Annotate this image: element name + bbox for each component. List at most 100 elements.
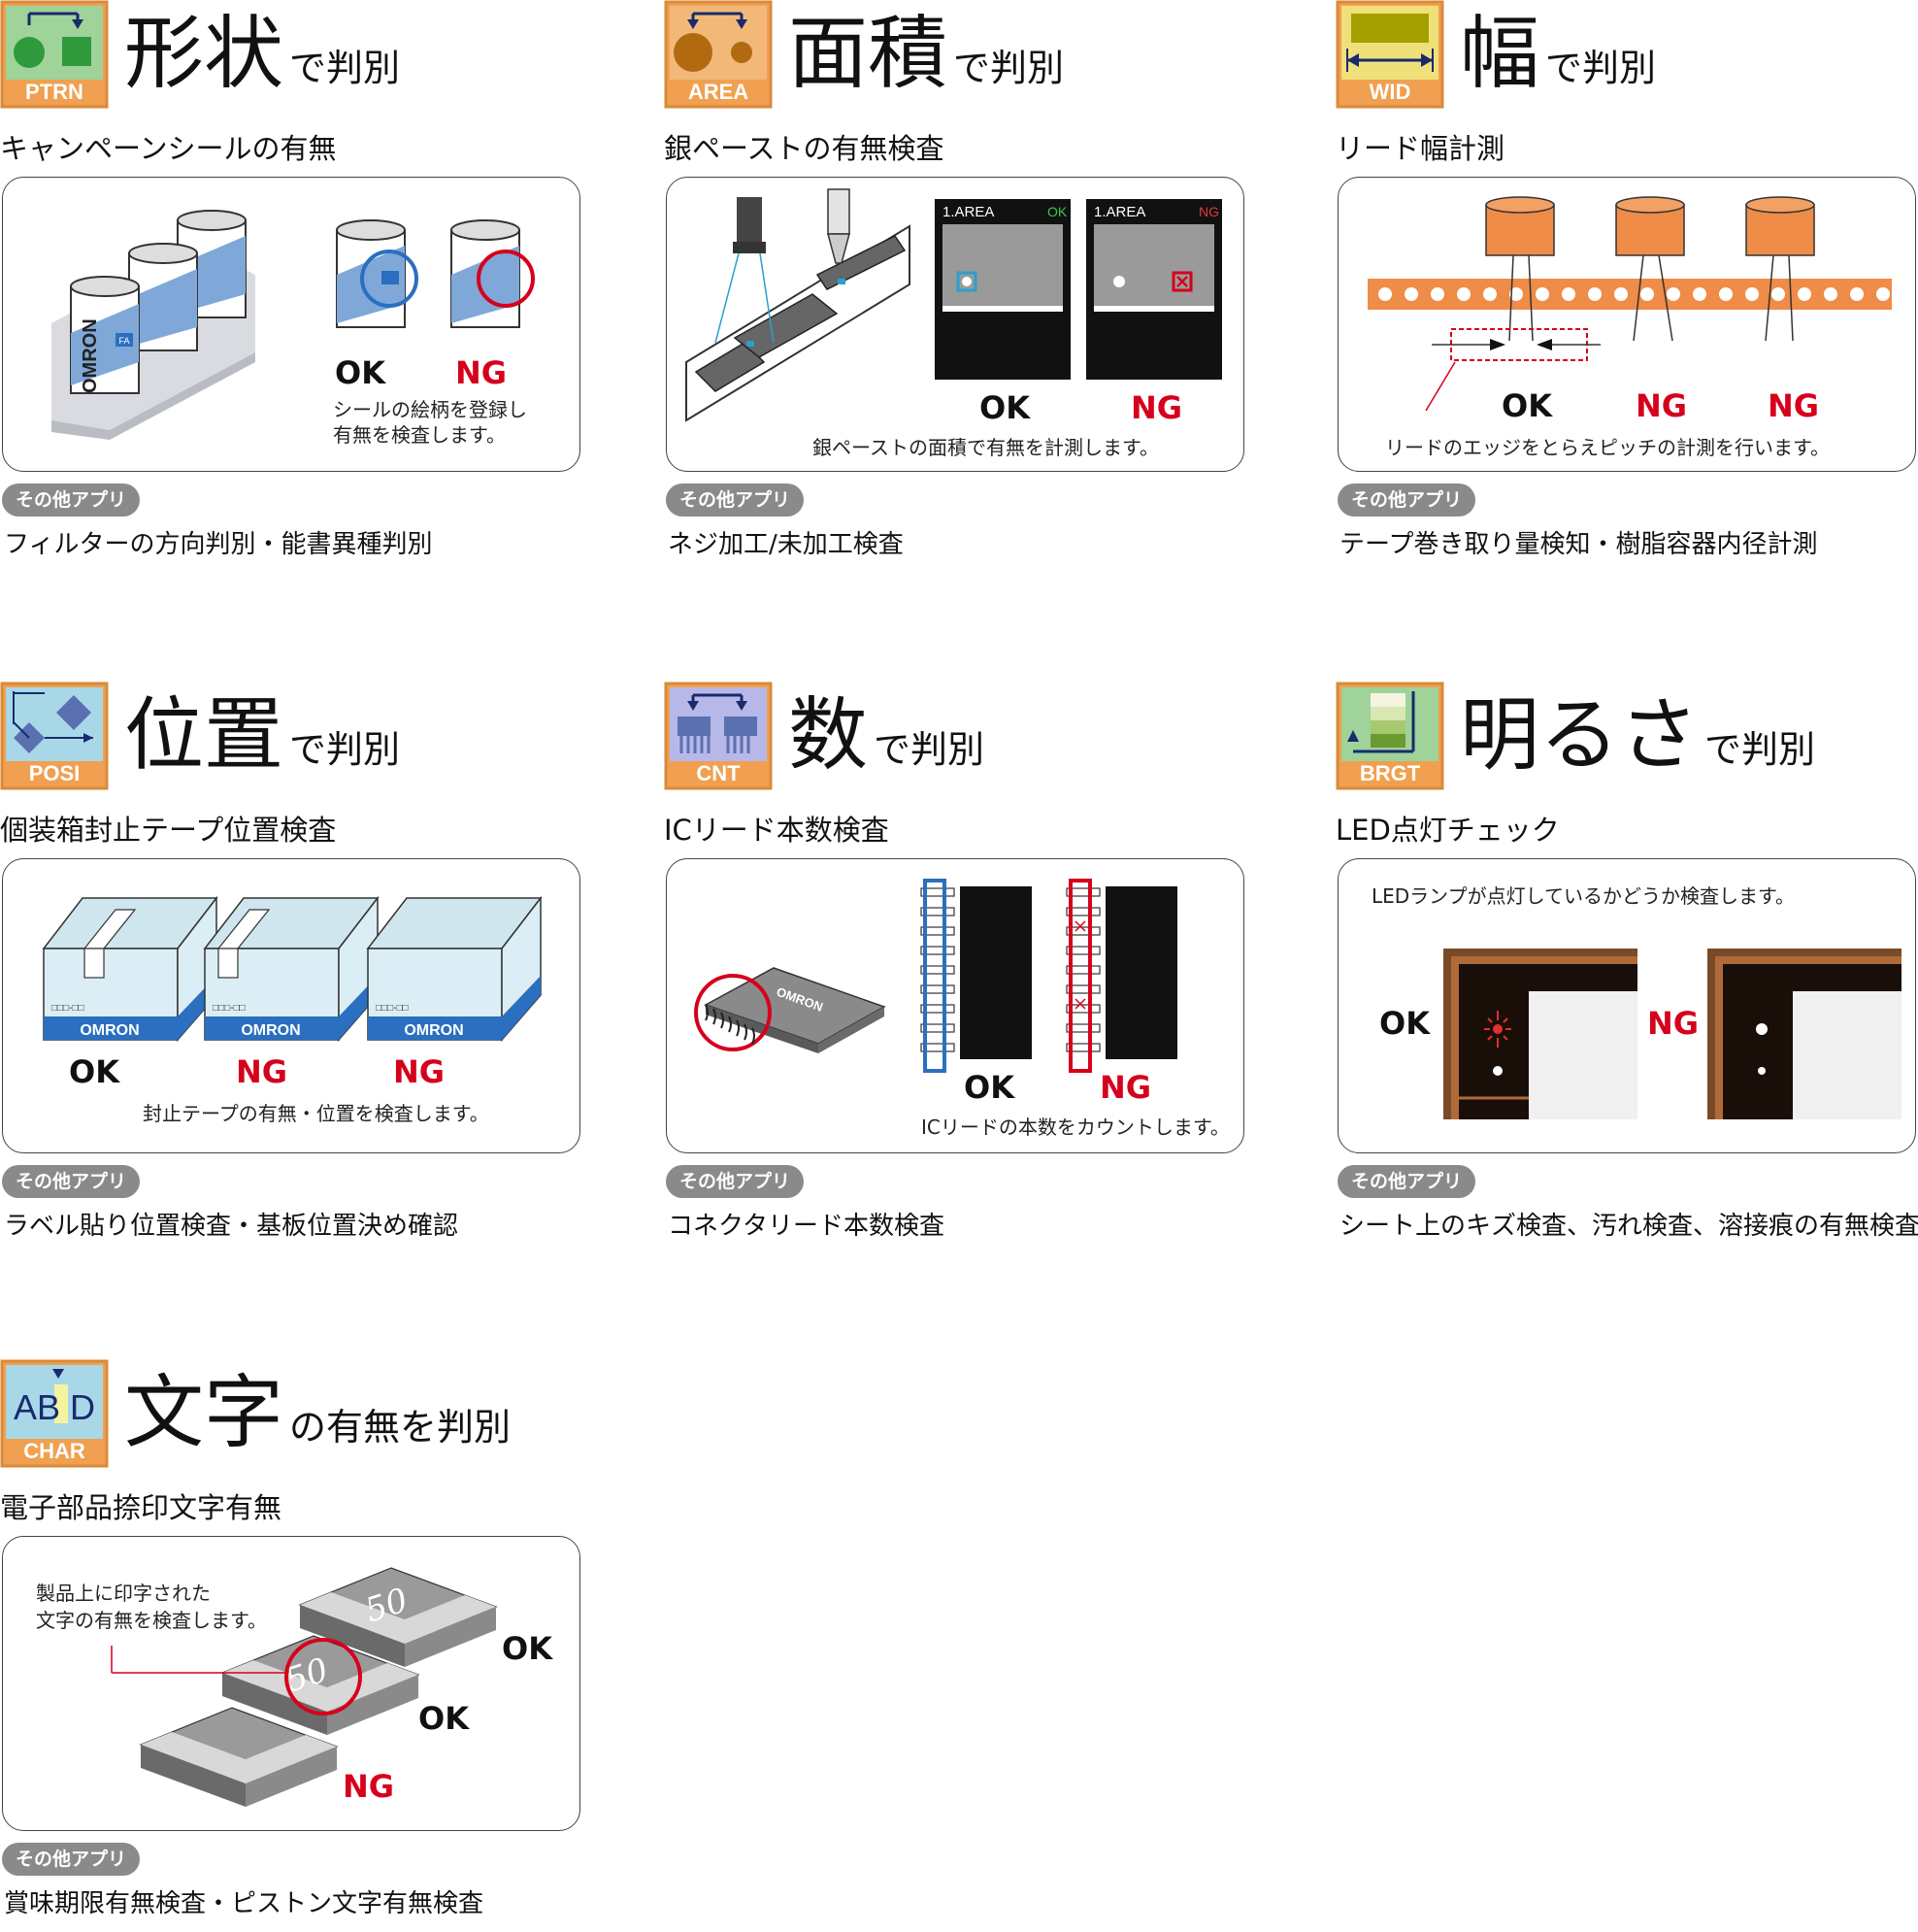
caption: LEDランプが点灯しているかどうか検査します。 bbox=[1372, 884, 1795, 908]
ng-label: NG bbox=[1131, 389, 1183, 426]
package-2: OMRON □□□-□□ bbox=[203, 895, 380, 1043]
other-apps-text: コネクタリード本数検査 bbox=[668, 1212, 944, 1241]
caption: リードのエッジをとらえピッチの計測を行います。 bbox=[1385, 436, 1830, 459]
ic-lead bbox=[1066, 907, 1101, 916]
ic-lead bbox=[920, 1004, 955, 1014]
package-3: OMRON □□□-□□ bbox=[366, 895, 543, 1043]
tape-hole bbox=[1876, 287, 1890, 301]
caption: 封止テープの有無・位置を検査します。 bbox=[143, 1102, 489, 1125]
title-main: 形状 bbox=[124, 8, 284, 100]
cans-illustration: OMRON FA bbox=[51, 210, 535, 440]
illustration-box: LEDランプが点灯しているかどうか検査します。 OK NG bbox=[1338, 858, 1916, 1153]
can-front: OMRON FA bbox=[70, 276, 140, 394]
title-suffix: で判別 bbox=[289, 728, 401, 771]
section-count: CNT 数で判別 ICリード本数検査 OMRON bbox=[664, 682, 1246, 1254]
ng-label-2: NG bbox=[393, 1053, 446, 1090]
screen-label: 1.AREA bbox=[942, 204, 994, 220]
title-suffix: の有無を判別 bbox=[289, 1406, 512, 1449]
tape-hole bbox=[1824, 287, 1837, 301]
chip-ng bbox=[139, 1707, 339, 1807]
package-1: OMRON □□□-□□ bbox=[42, 895, 218, 1043]
position-icon-label: POSI bbox=[29, 761, 81, 785]
tape-hole bbox=[1798, 287, 1811, 301]
tape-hole bbox=[1509, 287, 1523, 301]
other-apps-text: フィルターの方向判別・能書異種判別 bbox=[4, 530, 433, 559]
screen-label: 1.AREA bbox=[1094, 204, 1145, 220]
panel-ng bbox=[1707, 949, 1901, 1119]
ic-chip: OMRON bbox=[694, 967, 886, 1053]
position-icon: POSI bbox=[0, 682, 109, 790]
ic-lead bbox=[1066, 965, 1101, 975]
other-apps-badge: その他アプリ bbox=[2, 1165, 141, 1198]
chip-resistor-illustration: 50 50 bbox=[111, 1567, 498, 1807]
ic-lead bbox=[920, 887, 955, 897]
ic-lead bbox=[920, 946, 955, 955]
ng-label-1: NG bbox=[1636, 387, 1688, 424]
panel-ok bbox=[1443, 949, 1637, 1119]
can-ng bbox=[450, 219, 535, 328]
width-icon: WID bbox=[1336, 0, 1444, 109]
section-position: POSI 位置で判別 個装箱封止テープ位置検査 OMRON □□□-□□ bbox=[0, 682, 582, 1254]
illustration-box: OK NG NG リードのエッジをとらえピッチの計測を行います。 bbox=[1338, 177, 1916, 472]
monitor-ng: 1.AREA NG bbox=[1086, 199, 1222, 380]
title-suffix: で判別 bbox=[874, 728, 985, 771]
boxes-illustration: OMRON □□□-□□ OMRON □□□-□□ OMRON bbox=[42, 895, 543, 1043]
section-brightness: BRGT 明るさで判別 LED点灯チェック bbox=[1336, 682, 1918, 1254]
box-brand: OMRON bbox=[404, 1022, 463, 1039]
section-subtitle: 個装箱封止テープ位置検査 bbox=[0, 814, 337, 847]
caption: 銀ペーストの面積で有無を計測します。 bbox=[812, 436, 1159, 459]
led-illustration bbox=[1443, 949, 1901, 1119]
ic-lead bbox=[920, 1023, 955, 1033]
title-main: 面積 bbox=[788, 8, 948, 100]
box-code: □□□-□□ bbox=[51, 1003, 84, 1014]
tape-hole bbox=[1457, 287, 1471, 301]
pattern-icon-label: PTRN bbox=[25, 80, 83, 104]
tape-hole bbox=[1667, 287, 1680, 301]
width-icon-label: WID bbox=[1370, 80, 1411, 104]
area-icon-label: AREA bbox=[688, 80, 748, 104]
ok-label-1: OK bbox=[502, 1630, 552, 1667]
ng-label: NG bbox=[343, 1768, 395, 1805]
tape-hole bbox=[1693, 287, 1706, 301]
character-icon: AB D CHAR bbox=[0, 1359, 109, 1468]
can-brand: OMRON bbox=[80, 318, 101, 393]
other-apps-text: ラベル貼り位置検査・基板位置決め確認 bbox=[4, 1212, 459, 1241]
caption: 製品上に印字された 文字の有無を検査します。 bbox=[36, 1582, 267, 1632]
ng-label-2: NG bbox=[1768, 387, 1820, 424]
illustration-box: 1.AREA OK 1.AREA NG OK NG 銀ペーストの面積で有無を計測… bbox=[666, 177, 1244, 472]
section-width: WID 幅で判別 リード幅計測 bbox=[1336, 0, 1918, 573]
tape-hole bbox=[1771, 287, 1785, 301]
ok-label-2: OK bbox=[418, 1700, 469, 1737]
count-icon: CNT bbox=[664, 682, 773, 790]
box-brand: OMRON bbox=[80, 1022, 139, 1039]
section-subtitle: キャンペーンシールの有無 bbox=[0, 132, 337, 165]
section-area: AREA 面積で判別 銀ペーストの有無検査 bbox=[664, 0, 1246, 573]
leads-ok bbox=[920, 887, 955, 1052]
other-apps-text: テープ巻き取り量検知・樹脂容器内径計測 bbox=[1339, 530, 1818, 559]
section-character: AB D CHAR 文字の有無を判別 電子部品捺印文字有無 50 50 bbox=[0, 1359, 582, 1932]
can-label: FA bbox=[118, 336, 129, 346]
tape-hole bbox=[1640, 287, 1654, 301]
section-subtitle: 銀ペーストの有無検査 bbox=[664, 132, 944, 165]
ic-lead bbox=[920, 1043, 955, 1052]
character-icon-text: AB D bbox=[14, 1387, 95, 1427]
title-main: 文字 bbox=[124, 1367, 284, 1459]
count-icon-label: CNT bbox=[696, 761, 741, 785]
tape-holes bbox=[1378, 287, 1890, 301]
section-title: 明るさで判別 bbox=[1460, 689, 1815, 783]
other-apps-text: シート上のキズ検査、汚れ検査、溶接痕の有無検査 bbox=[1339, 1212, 1918, 1241]
ok-label: OK bbox=[69, 1053, 119, 1090]
paste-illustration: 1.AREA OK 1.AREA NG bbox=[685, 188, 1222, 422]
ic-lead bbox=[1066, 887, 1101, 897]
section-subtitle: ICリード本数検査 bbox=[664, 814, 889, 847]
tape-hole bbox=[1745, 287, 1759, 301]
ok-label: OK bbox=[964, 1069, 1014, 1106]
section-title: 形状で判別 bbox=[124, 8, 400, 101]
ic-lead bbox=[920, 907, 955, 916]
ng-label: NG bbox=[455, 354, 508, 391]
title-main: 位置 bbox=[124, 689, 284, 782]
other-apps-badge: その他アプリ bbox=[1338, 483, 1476, 516]
section-pattern: PTRN 形状で判別 キャンペーンシールの有無 OMR bbox=[0, 0, 582, 573]
section-subtitle: リード幅計測 bbox=[1336, 132, 1505, 165]
ic-illustration: OMRON bbox=[694, 879, 1177, 1073]
